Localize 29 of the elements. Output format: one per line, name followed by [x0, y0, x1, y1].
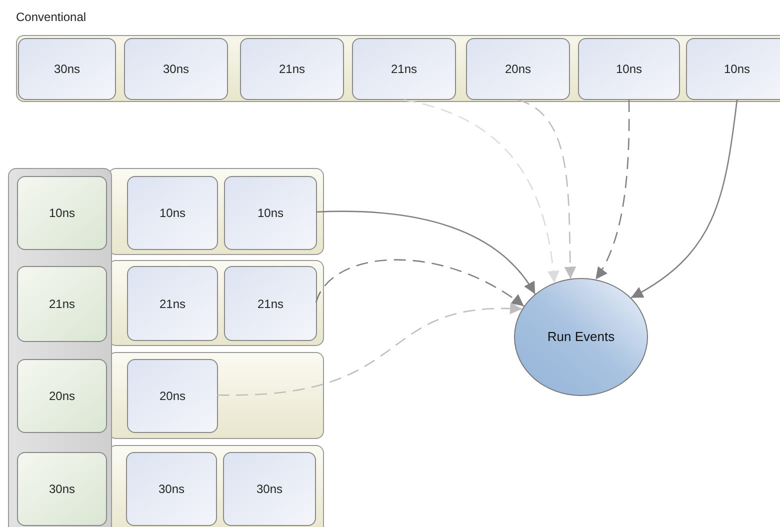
timing-box: 30ns — [124, 38, 228, 100]
timing-box: 30ns — [126, 452, 217, 526]
arrow — [630, 100, 738, 298]
timing-box: 30ns — [17, 452, 107, 526]
timing-box: 21ns — [240, 38, 344, 100]
timing-box: 10ns — [17, 176, 107, 250]
timing-box: 20ns — [17, 359, 107, 433]
timing-box: 21ns — [17, 266, 107, 342]
timing-box: 10ns — [578, 38, 680, 100]
section-heading: Conventional — [16, 9, 86, 26]
timing-box: 21ns — [127, 266, 218, 341]
arrow — [595, 100, 630, 280]
arrow — [315, 259, 524, 307]
arrow — [216, 302, 522, 396]
arrow — [404, 99, 560, 283]
timing-box: 21ns — [352, 38, 456, 100]
timing-box: 10ns — [127, 176, 218, 250]
timing-box: 20ns — [466, 38, 570, 100]
timing-box: 21ns — [224, 266, 317, 341]
timing-box: 30ns — [223, 452, 316, 526]
arrow — [316, 210, 536, 294]
timing-box: 20ns — [127, 359, 218, 433]
process-ellipse: Run Events — [514, 278, 648, 396]
timing-box: 30ns — [18, 38, 116, 100]
row-panel — [108, 168, 324, 255]
column-panel — [8, 168, 112, 527]
timing-box: 10ns — [686, 38, 780, 100]
arrow — [518, 99, 576, 279]
timing-box: 10ns — [224, 176, 317, 250]
